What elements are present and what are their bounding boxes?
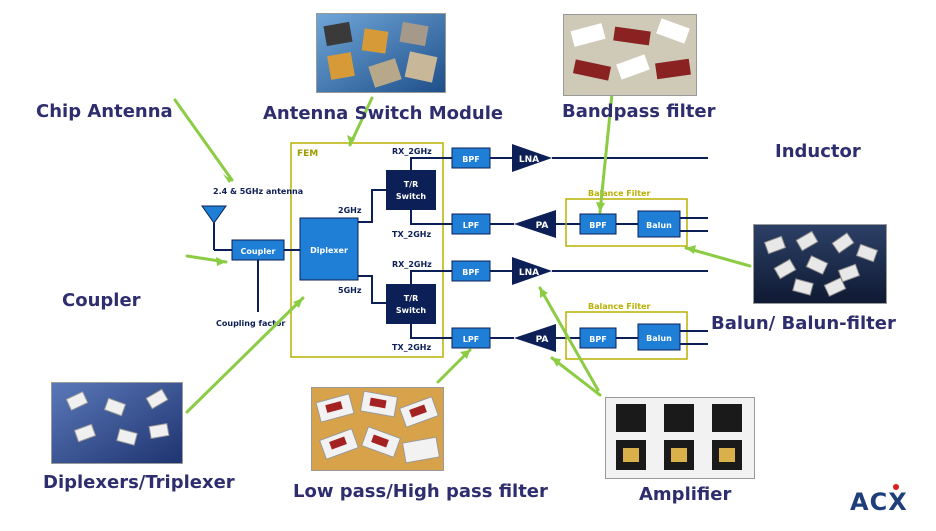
tr-switch-bottom-line1: T/R xyxy=(404,294,419,303)
tr-switch-top-line1: T/R xyxy=(404,180,419,189)
amplifier-label: Amplifier xyxy=(639,484,732,505)
bandpass-filter-photo xyxy=(563,14,697,96)
pa-label-row2: PA xyxy=(536,221,549,231)
coupler-block-label: Coupler xyxy=(241,247,276,256)
pa-amp-row2 xyxy=(514,210,556,238)
bandpass-filter-label: Bandpass filter xyxy=(562,101,716,122)
coupling-factor-label: Coupling factor xyxy=(216,319,285,328)
low-high-pass-filter-label: Low pass/High pass filter xyxy=(293,481,548,502)
fem-label: FEM xyxy=(297,149,318,159)
balun-label-1: Balun xyxy=(646,221,672,230)
bpf-label-balance-2: BPF xyxy=(589,335,606,344)
balance-filter-box-1 xyxy=(565,198,688,247)
arrow-chip-antenna xyxy=(173,98,234,182)
balance-filter-label-1: Balance Filter xyxy=(588,189,650,198)
bpf-label-row3: BPF xyxy=(462,268,479,277)
lpf-label-row4: LPF xyxy=(463,335,479,344)
pa-label-row4: PA xyxy=(536,335,549,345)
arrow-diplexer xyxy=(185,296,305,414)
arrow-antenna-switch xyxy=(348,96,374,147)
balance-filter-label-2: Balance Filter xyxy=(588,302,650,311)
arrow-bandpass xyxy=(598,92,614,214)
tx-2ghz-top: TX_2GHz xyxy=(392,230,431,239)
diplexers-label: Diplexers/Triplexer xyxy=(43,472,235,493)
antenna-switch-module-photo xyxy=(316,13,446,93)
logo-dot-icon xyxy=(893,484,900,490)
tr-switch-top-line2: Switch xyxy=(396,192,426,201)
antenna-label: 2.4 & 5GHz antenna xyxy=(213,187,303,196)
tr-switch-bottom-line2: Switch xyxy=(396,306,426,315)
pa-amp-row4 xyxy=(514,324,556,352)
arrow-amplifier-1 xyxy=(538,286,600,392)
ghz5-label: 5GHz xyxy=(338,286,362,295)
bpf-label-balance-1: BPF xyxy=(589,221,606,230)
low-pass-filter-photo xyxy=(311,387,444,471)
diplexer-photo xyxy=(51,382,183,464)
amplifier-photo xyxy=(605,397,755,479)
diplexer-label: Diplexer xyxy=(310,246,348,255)
arrow-amplifier-2 xyxy=(550,356,602,397)
lna-amp-row1 xyxy=(512,144,552,172)
lna-label-row1: LNA xyxy=(519,155,539,165)
diplexer-block xyxy=(299,217,359,281)
balun-block-2 xyxy=(637,323,681,351)
lna-amp-row3 xyxy=(512,257,552,285)
logo-prefix: AC xyxy=(850,488,889,516)
coupler-label: Coupler xyxy=(62,290,141,311)
antenna-icon xyxy=(201,205,227,224)
chip-antenna-label: Chip Antenna xyxy=(36,101,173,122)
tx-2ghz-bottom: TX_2GHz xyxy=(392,343,431,352)
tr-switch-bottom xyxy=(386,284,436,324)
logo-x: X xyxy=(888,484,908,516)
logo-x-letter: X xyxy=(888,488,908,516)
arrow-balun xyxy=(684,246,752,268)
bpf-label-row1: BPF xyxy=(462,155,479,164)
tr-switch-top xyxy=(386,170,436,210)
balun-label-2: Balun xyxy=(646,334,672,343)
antenna-switch-module-label: Antenna Switch Module xyxy=(263,103,504,124)
balun-filter-photo xyxy=(753,224,887,304)
balun-block-1 xyxy=(637,210,681,238)
rx-2ghz-top: RX_2GHz xyxy=(392,147,432,156)
balun-filter-label: Balun/ Balun-filter xyxy=(711,313,896,334)
lna-label-row3: LNA xyxy=(519,268,539,278)
ghz2-label: 2GHz xyxy=(338,206,362,215)
rx-2ghz-bottom: RX_2GHz xyxy=(392,260,432,269)
inductor-label: Inductor xyxy=(775,141,861,162)
lpf-label-row2: LPF xyxy=(463,221,479,230)
